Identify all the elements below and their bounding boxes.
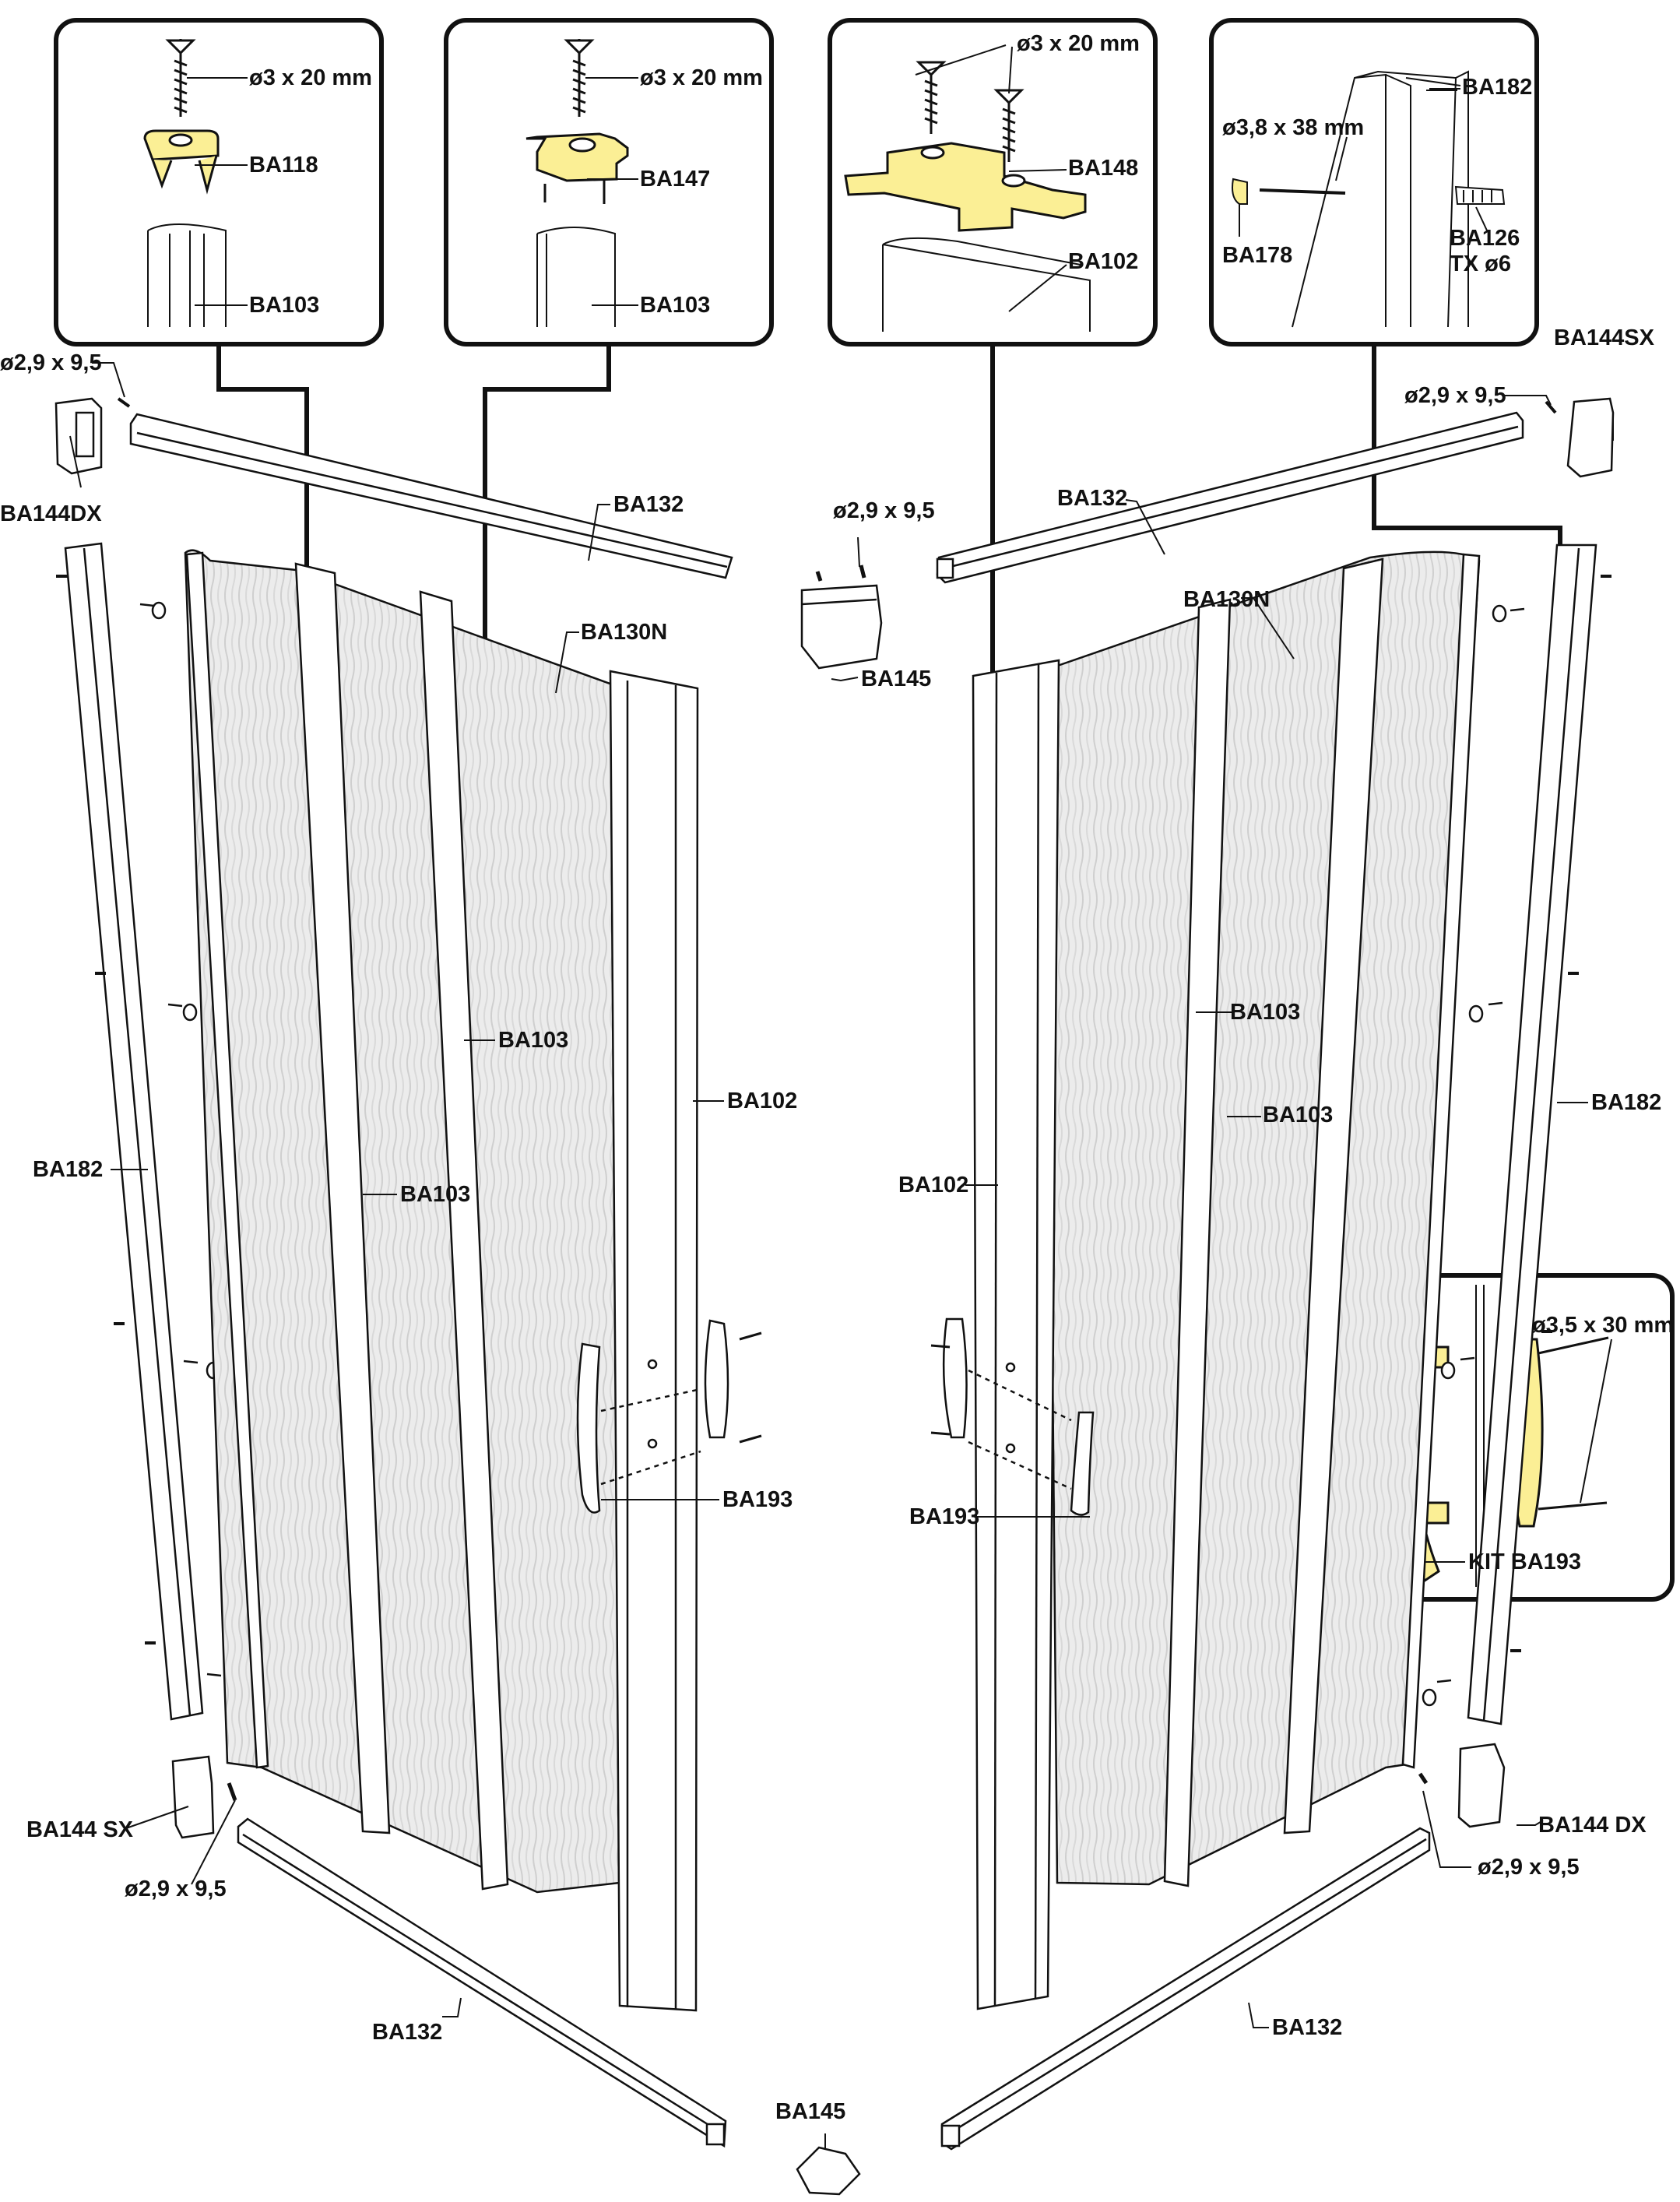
post-left xyxy=(64,542,204,1721)
clip-ba148 xyxy=(844,142,1087,232)
profile-right-a xyxy=(1163,598,1232,1887)
screw-38 xyxy=(1259,188,1346,195)
profile-right-c xyxy=(1401,553,1481,1769)
inset-2-drawing xyxy=(525,39,638,327)
screw-tl xyxy=(117,397,131,408)
label-leaders xyxy=(69,362,1614,2149)
corner-top-right xyxy=(1566,397,1615,478)
profile-left-d xyxy=(609,670,699,2012)
joint-top xyxy=(800,584,883,670)
inset-panel-1 xyxy=(54,18,384,346)
handle-right xyxy=(930,1317,1095,1516)
corner-bottom-left xyxy=(171,1755,215,1839)
screw-bl xyxy=(227,1782,237,1801)
cap-ba178 xyxy=(1232,178,1248,205)
corner-bottom-right xyxy=(1457,1743,1506,1828)
inset-panel-4 xyxy=(1209,18,1539,346)
post-ba182 xyxy=(1292,70,1469,328)
profile-ba103 xyxy=(147,223,227,327)
inset-4-drawing xyxy=(1232,70,1506,328)
wall-plugs-right xyxy=(1422,604,1525,1707)
profile-left-c xyxy=(419,590,509,1891)
inset-1-drawing xyxy=(143,39,248,327)
mesh-right xyxy=(1045,550,1481,1886)
profile-left-b xyxy=(294,562,391,1834)
profile-right-b xyxy=(1283,558,1384,1834)
left-assembly xyxy=(54,397,762,2148)
right-assembly xyxy=(930,397,1615,2151)
profile-right-d xyxy=(972,659,1060,2010)
mesh-left xyxy=(184,549,624,1894)
rail-top-left xyxy=(129,413,733,579)
screw-thread xyxy=(174,59,188,114)
screw-tr xyxy=(1545,400,1557,414)
profile-ba103 xyxy=(536,227,616,327)
profile-left-a xyxy=(185,551,269,1769)
joint-bottom xyxy=(796,2146,861,2196)
inset-3-drawing xyxy=(844,44,1091,332)
inset-panel-2 xyxy=(444,18,774,346)
handle-left xyxy=(576,1319,762,1514)
screw-head xyxy=(165,39,196,55)
center-parts xyxy=(796,565,883,2196)
profile-ba102 xyxy=(882,237,1091,332)
screw-br xyxy=(1418,1772,1429,1785)
clip-ba147 xyxy=(525,132,629,182)
